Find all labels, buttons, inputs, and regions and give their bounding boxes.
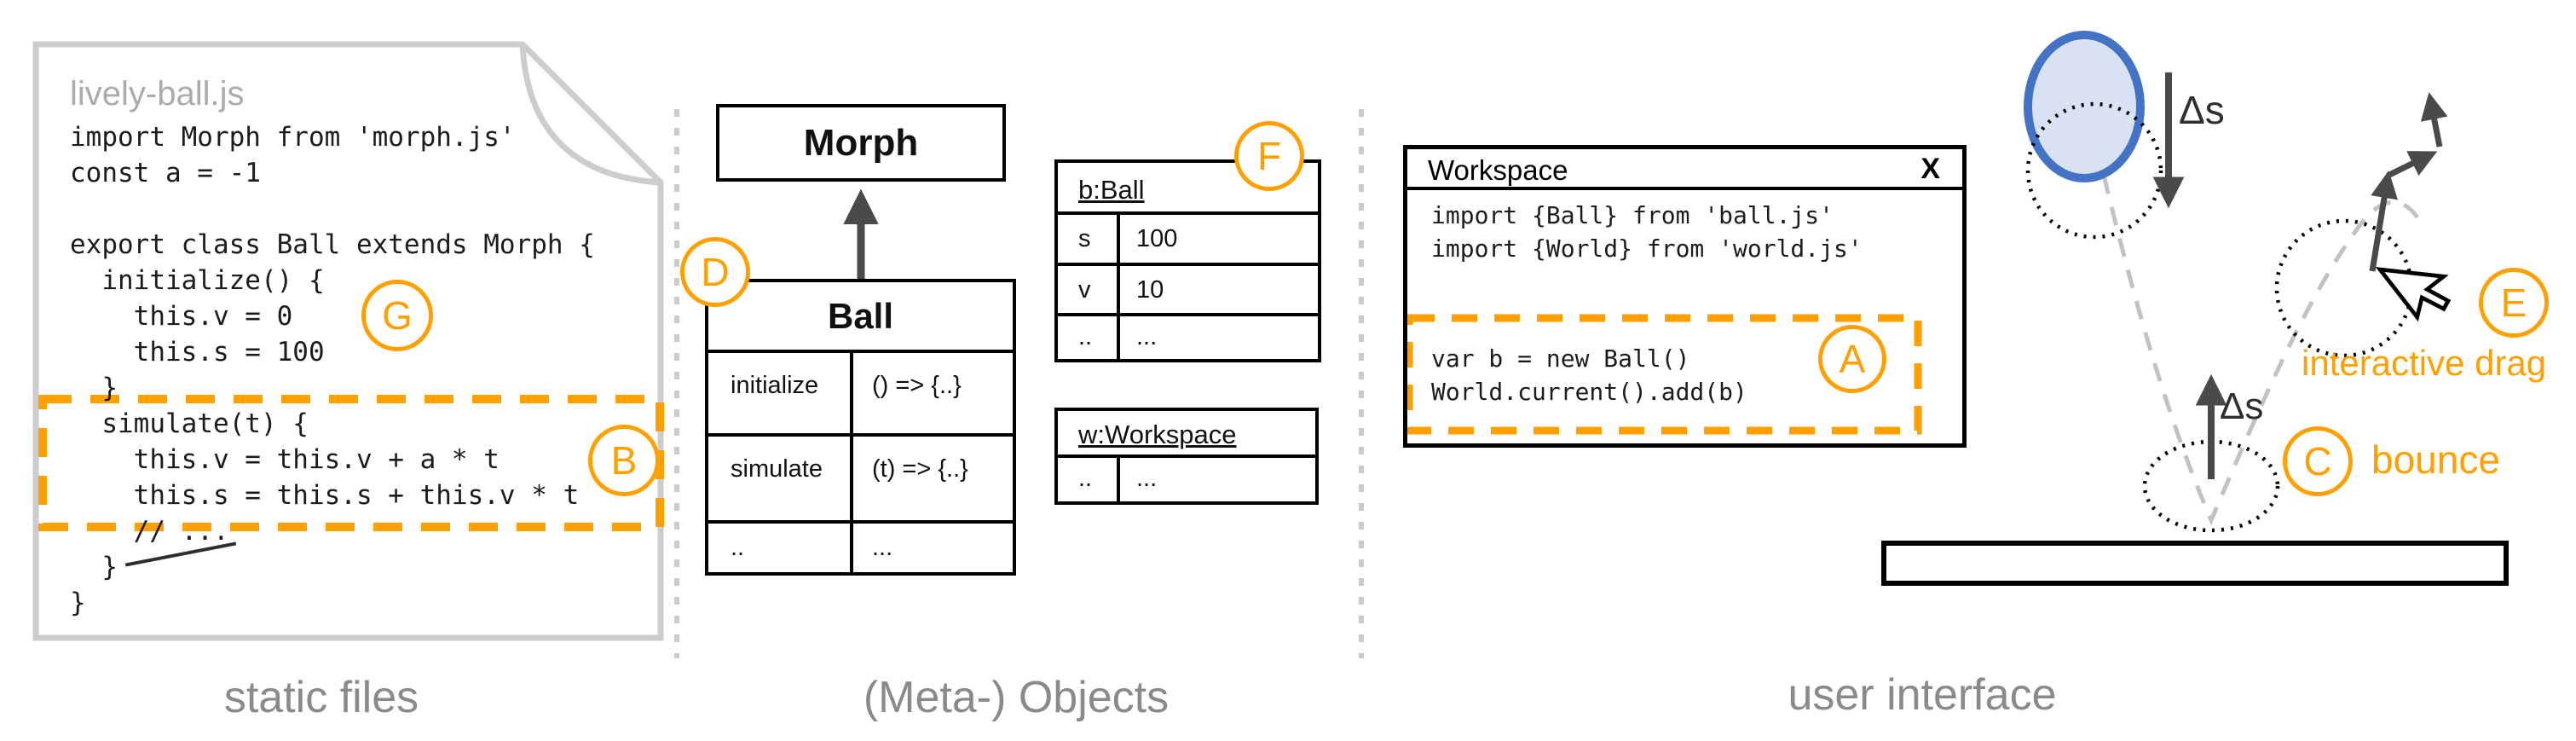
column-divider <box>1117 458 1120 501</box>
workspace-title: Workspace <box>1428 154 1568 186</box>
ghost-ball-bounce <box>2142 439 2280 533</box>
method-name: simulate <box>731 455 823 483</box>
column-divider <box>1117 215 1120 359</box>
field-value: 100 <box>1136 225 1178 252</box>
bounce-label: bounce <box>2371 437 2500 482</box>
marker-letter: B <box>610 438 638 483</box>
workspace-titlebar: Workspace X <box>1407 149 1962 190</box>
code-line-struck: // ... <box>70 516 229 547</box>
code-line: } <box>70 552 118 582</box>
marker-letter: D <box>701 250 730 294</box>
class-box-morph: Morph <box>716 104 1006 182</box>
marker-letter: A <box>1839 337 1866 381</box>
code-line: this.v = 0 <box>70 301 293 332</box>
code-line: initialize() { <box>70 265 325 296</box>
class-name: Ball <box>708 282 1013 353</box>
mouse-cursor-icon <box>2375 267 2452 322</box>
marker-circle-a: A <box>1818 325 1886 393</box>
code-line: this.v = this.v + a * t <box>70 444 500 475</box>
delta-s-label-fall: Δs <box>2179 88 2225 132</box>
code-line: import {Ball} from 'ball.js' <box>1431 201 1834 229</box>
table-row: .. ... <box>708 524 1013 572</box>
method-name: initialize <box>731 372 819 399</box>
marker-letter: E <box>2500 281 2527 325</box>
method-value: (t) => {..} <box>872 455 968 483</box>
field-name: .. <box>1078 465 1093 492</box>
marker-circle-d: D <box>680 237 750 307</box>
workspace-eval-code: var b = new Ball() World.current().add(b… <box>1431 342 1747 408</box>
object-name: w:Workspace <box>1078 420 1237 449</box>
code-line: this.s = this.s + this.v * t <box>70 480 580 511</box>
method-value: ... <box>872 534 893 561</box>
close-button[interactable]: X <box>1920 153 1940 185</box>
field-name: v <box>1078 276 1091 304</box>
code-line: export class Ball extends Morph { <box>70 229 595 260</box>
code-line: const a = -1 <box>70 158 261 188</box>
table-row: .. ... <box>1058 316 1318 362</box>
class-box-ball: Ball initialize () => {..} simulate (t) … <box>705 279 1016 576</box>
section-label-meta-objects: (Meta-) Objects <box>863 673 1170 722</box>
ball-shape <box>2024 31 2145 182</box>
object-header: w:Workspace <box>1058 411 1315 458</box>
table-row: simulate (t) => {..} <box>708 437 1013 524</box>
table-row: v 10 <box>1058 266 1318 316</box>
code-line: World.current().add(b) <box>1431 378 1747 406</box>
code-line: import Morph from 'morph.js' <box>70 122 516 153</box>
table-row: s 100 <box>1058 215 1318 266</box>
method-name: .. <box>731 534 745 561</box>
code-line: this.s = 100 <box>70 337 325 368</box>
marker-letter: G <box>382 293 413 338</box>
ghost-ball-falling <box>2025 101 2163 240</box>
interactive-drag-label: interactive drag <box>2302 343 2547 383</box>
file-name: lively-ball.js <box>70 75 245 113</box>
ground-bar <box>1881 541 2509 586</box>
section-label-static-files: static files <box>223 673 419 722</box>
table-row: .. ... <box>1058 458 1315 505</box>
column-divider <box>850 353 853 572</box>
code-line: } <box>70 588 86 618</box>
object-name: b:Ball <box>1078 175 1145 205</box>
code-line: var b = new Ball() <box>1431 344 1690 373</box>
field-value: ... <box>1136 323 1158 350</box>
method-value: () => {..} <box>872 372 962 399</box>
marker-circle-e: E <box>2479 268 2549 338</box>
code-line <box>70 191 595 227</box>
code-line: } <box>70 373 118 403</box>
field-name: s <box>1078 225 1091 252</box>
marker-letter: F <box>1256 134 1282 178</box>
marker-circle-f: F <box>1234 121 1304 191</box>
workspace-import-code: import {Ball} from 'ball.js' import {Wor… <box>1431 199 1863 265</box>
marker-circle-g: G <box>361 280 433 351</box>
table-row: initialize () => {..} <box>708 353 1013 437</box>
marker-circle-c: C <box>2283 426 2353 496</box>
object-box-b-ball: b:Ball s 100 v 10 .. ... <box>1054 159 1321 362</box>
workspace-window: Workspace X import {Ball} from 'ball.js'… <box>1403 145 1967 448</box>
file-code-block: import Morph from 'morph.js' const a = -… <box>70 119 595 621</box>
code-line: import {World} from 'world.js' <box>1431 234 1863 263</box>
delta-s-label-bounce: Δs <box>2220 385 2264 427</box>
marker-letter: C <box>2303 439 2332 483</box>
field-name: .. <box>1078 323 1093 350</box>
field-value: 10 <box>1136 276 1164 304</box>
marker-circle-b: B <box>588 425 660 496</box>
object-box-w-workspace: w:Workspace .. ... <box>1054 408 1319 505</box>
ghost-ball-drag <box>2274 218 2414 358</box>
section-label-user-interface: user interface <box>1788 670 2057 720</box>
drag-vector-arrows <box>2369 92 2448 272</box>
code-line: simulate(t) { <box>70 408 309 439</box>
field-value: ... <box>1136 465 1158 492</box>
object-header: b:Ball <box>1058 163 1318 215</box>
